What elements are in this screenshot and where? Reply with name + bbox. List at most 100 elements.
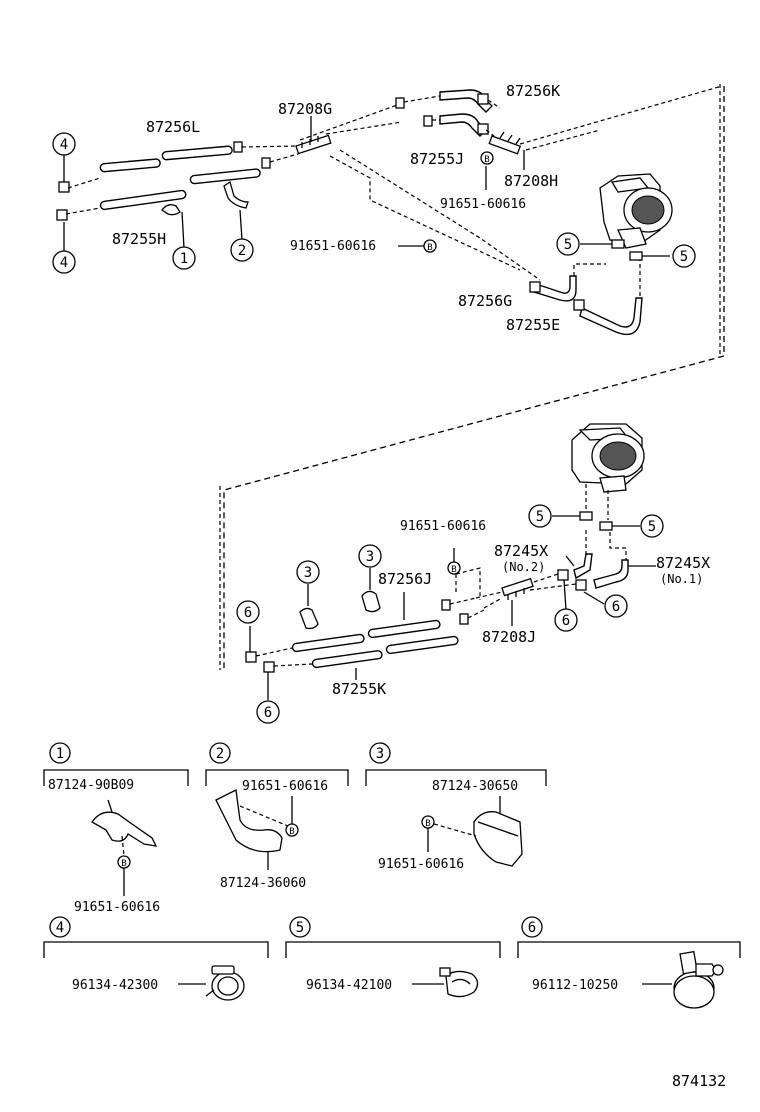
label-bolt-mid: 91651-60616 [290, 239, 376, 254]
clamp-icon [477, 123, 489, 135]
clamp-icon [423, 115, 433, 127]
label-87208G: 87208G [278, 100, 332, 118]
clamp-5-icon [629, 251, 643, 261]
label-87208J: 87208J [482, 628, 536, 646]
label-bolt-lower: 91651-60616 [400, 519, 486, 534]
detail-box-5: 5 96134-42100 [285, 916, 501, 998]
hose-87256J [291, 619, 441, 653]
clamp-6-icon [557, 569, 569, 581]
heater-unit-bottom-icon [571, 423, 645, 493]
callouts: 4 4 1 2 5 5 5 5 3 3 6 6 6 6 B B B [52, 132, 696, 724]
svg-text:1: 1 [180, 251, 188, 267]
label-no1: (No.1) [660, 572, 703, 586]
hose-87255H [99, 168, 261, 211]
label-bolt-top: 91651-60616 [440, 197, 526, 212]
callout-4: 4 [52, 250, 76, 274]
svg-text:6: 6 [612, 599, 620, 615]
clamp-icon [56, 209, 68, 221]
svg-text:5: 5 [564, 237, 572, 253]
svg-text:B: B [289, 827, 294, 837]
hose-87256L [99, 145, 233, 173]
callout-6: 6 [256, 700, 280, 724]
svg-text:3: 3 [376, 746, 384, 762]
callout-5: 5 [672, 244, 696, 268]
hose-87256G [533, 275, 577, 302]
detail-box-4: 4 96134-42300 [43, 916, 269, 1001]
hose-clamp-screw-6-icon [673, 950, 724, 1009]
svg-text:6: 6 [562, 613, 570, 629]
top-assembly [56, 85, 723, 336]
callout-5: 5 [556, 232, 580, 256]
clamp-6-icon [245, 651, 257, 663]
clamp-icon [395, 97, 405, 109]
svg-text:3: 3 [304, 565, 312, 581]
bracket-3-icon [299, 607, 319, 630]
hose-clamp-5-icon [439, 967, 479, 998]
diagram-id: 874132 [672, 1072, 726, 1090]
callout-6: 6 [604, 594, 628, 618]
hose-87255K [311, 635, 459, 669]
clamp-5-icon [579, 511, 593, 521]
bracket-3-icon [361, 590, 381, 613]
clamp-icon [529, 281, 541, 293]
detail-box-3: 3 87124-30650 B 91651-60616 [365, 742, 547, 872]
hose-87255J [439, 113, 487, 137]
callout-6: 6 [554, 608, 578, 632]
label-87245X-no2: 87245X [494, 542, 548, 560]
label-87255K: 87255K [332, 680, 386, 698]
clamp-icon [58, 181, 70, 193]
callout-3: 3 [358, 544, 382, 568]
box6-part: 96112-10250 [532, 978, 618, 993]
box2-bolt: 91651-60616 [242, 779, 328, 794]
svg-text:4: 4 [60, 137, 68, 153]
callout-3: 3 [296, 560, 320, 584]
label-87256L: 87256L [146, 118, 200, 136]
connector-87208H [488, 131, 522, 155]
bolt-marker-icon: B [480, 151, 494, 165]
hose-87245X-no1 [593, 559, 629, 589]
part-labels: 87256L 87255H 87208G 87256K 87255J 87208… [112, 82, 710, 698]
label-no2: (No.2) [502, 560, 545, 574]
svg-text:5: 5 [648, 519, 656, 535]
svg-text:B: B [484, 155, 489, 165]
box3-part: 87124-30650 [432, 779, 518, 794]
bracket-2-icon [215, 789, 283, 853]
routing-frame-line [223, 86, 725, 668]
clamp-icon [573, 299, 585, 311]
svg-text:4: 4 [56, 920, 64, 936]
label-87256G: 87256G [458, 292, 512, 310]
clamp-icon [233, 141, 243, 153]
callout-4: 4 [52, 132, 76, 156]
svg-text:6: 6 [264, 705, 272, 721]
svg-text:B: B [427, 243, 432, 253]
bracket-1-icon [91, 811, 158, 847]
svg-text:B: B [451, 565, 456, 575]
label-87256K: 87256K [506, 82, 560, 100]
hose-87245X-no2 [573, 553, 593, 580]
detail-box-2: 2 91651-60616 B 87124-36060 [205, 742, 349, 891]
svg-text:B: B [425, 819, 430, 829]
bolt-marker-icon: B [423, 239, 437, 253]
hose-87255E [579, 297, 643, 336]
detail-box-1: 1 87124-90B09 B 91651-60616 [43, 742, 189, 915]
middle-assembly [245, 423, 656, 700]
clamp-5-icon [599, 521, 613, 531]
box2-part: 87124-36060 [220, 876, 306, 891]
connector-87208J [501, 577, 534, 600]
clamp-icon [477, 93, 489, 105]
svg-text:6: 6 [244, 605, 252, 621]
detail-box-6: 6 96112-10250 [517, 916, 741, 1009]
bracket-2-icon [223, 180, 249, 209]
hose-clamp-4-icon [205, 965, 245, 1001]
bracket-1-icon [161, 204, 181, 216]
clamp-icon [459, 613, 469, 625]
clamp-5-icon [611, 239, 625, 249]
heater-unit-top-icon [599, 173, 673, 249]
svg-text:5: 5 [680, 249, 688, 265]
box3-bolt: 91651-60616 [378, 857, 464, 872]
box1-part: 87124-90B09 [48, 778, 134, 793]
svg-text:B: B [121, 859, 126, 869]
label-87245X-no1: 87245X [656, 554, 710, 572]
svg-text:5: 5 [536, 509, 544, 525]
